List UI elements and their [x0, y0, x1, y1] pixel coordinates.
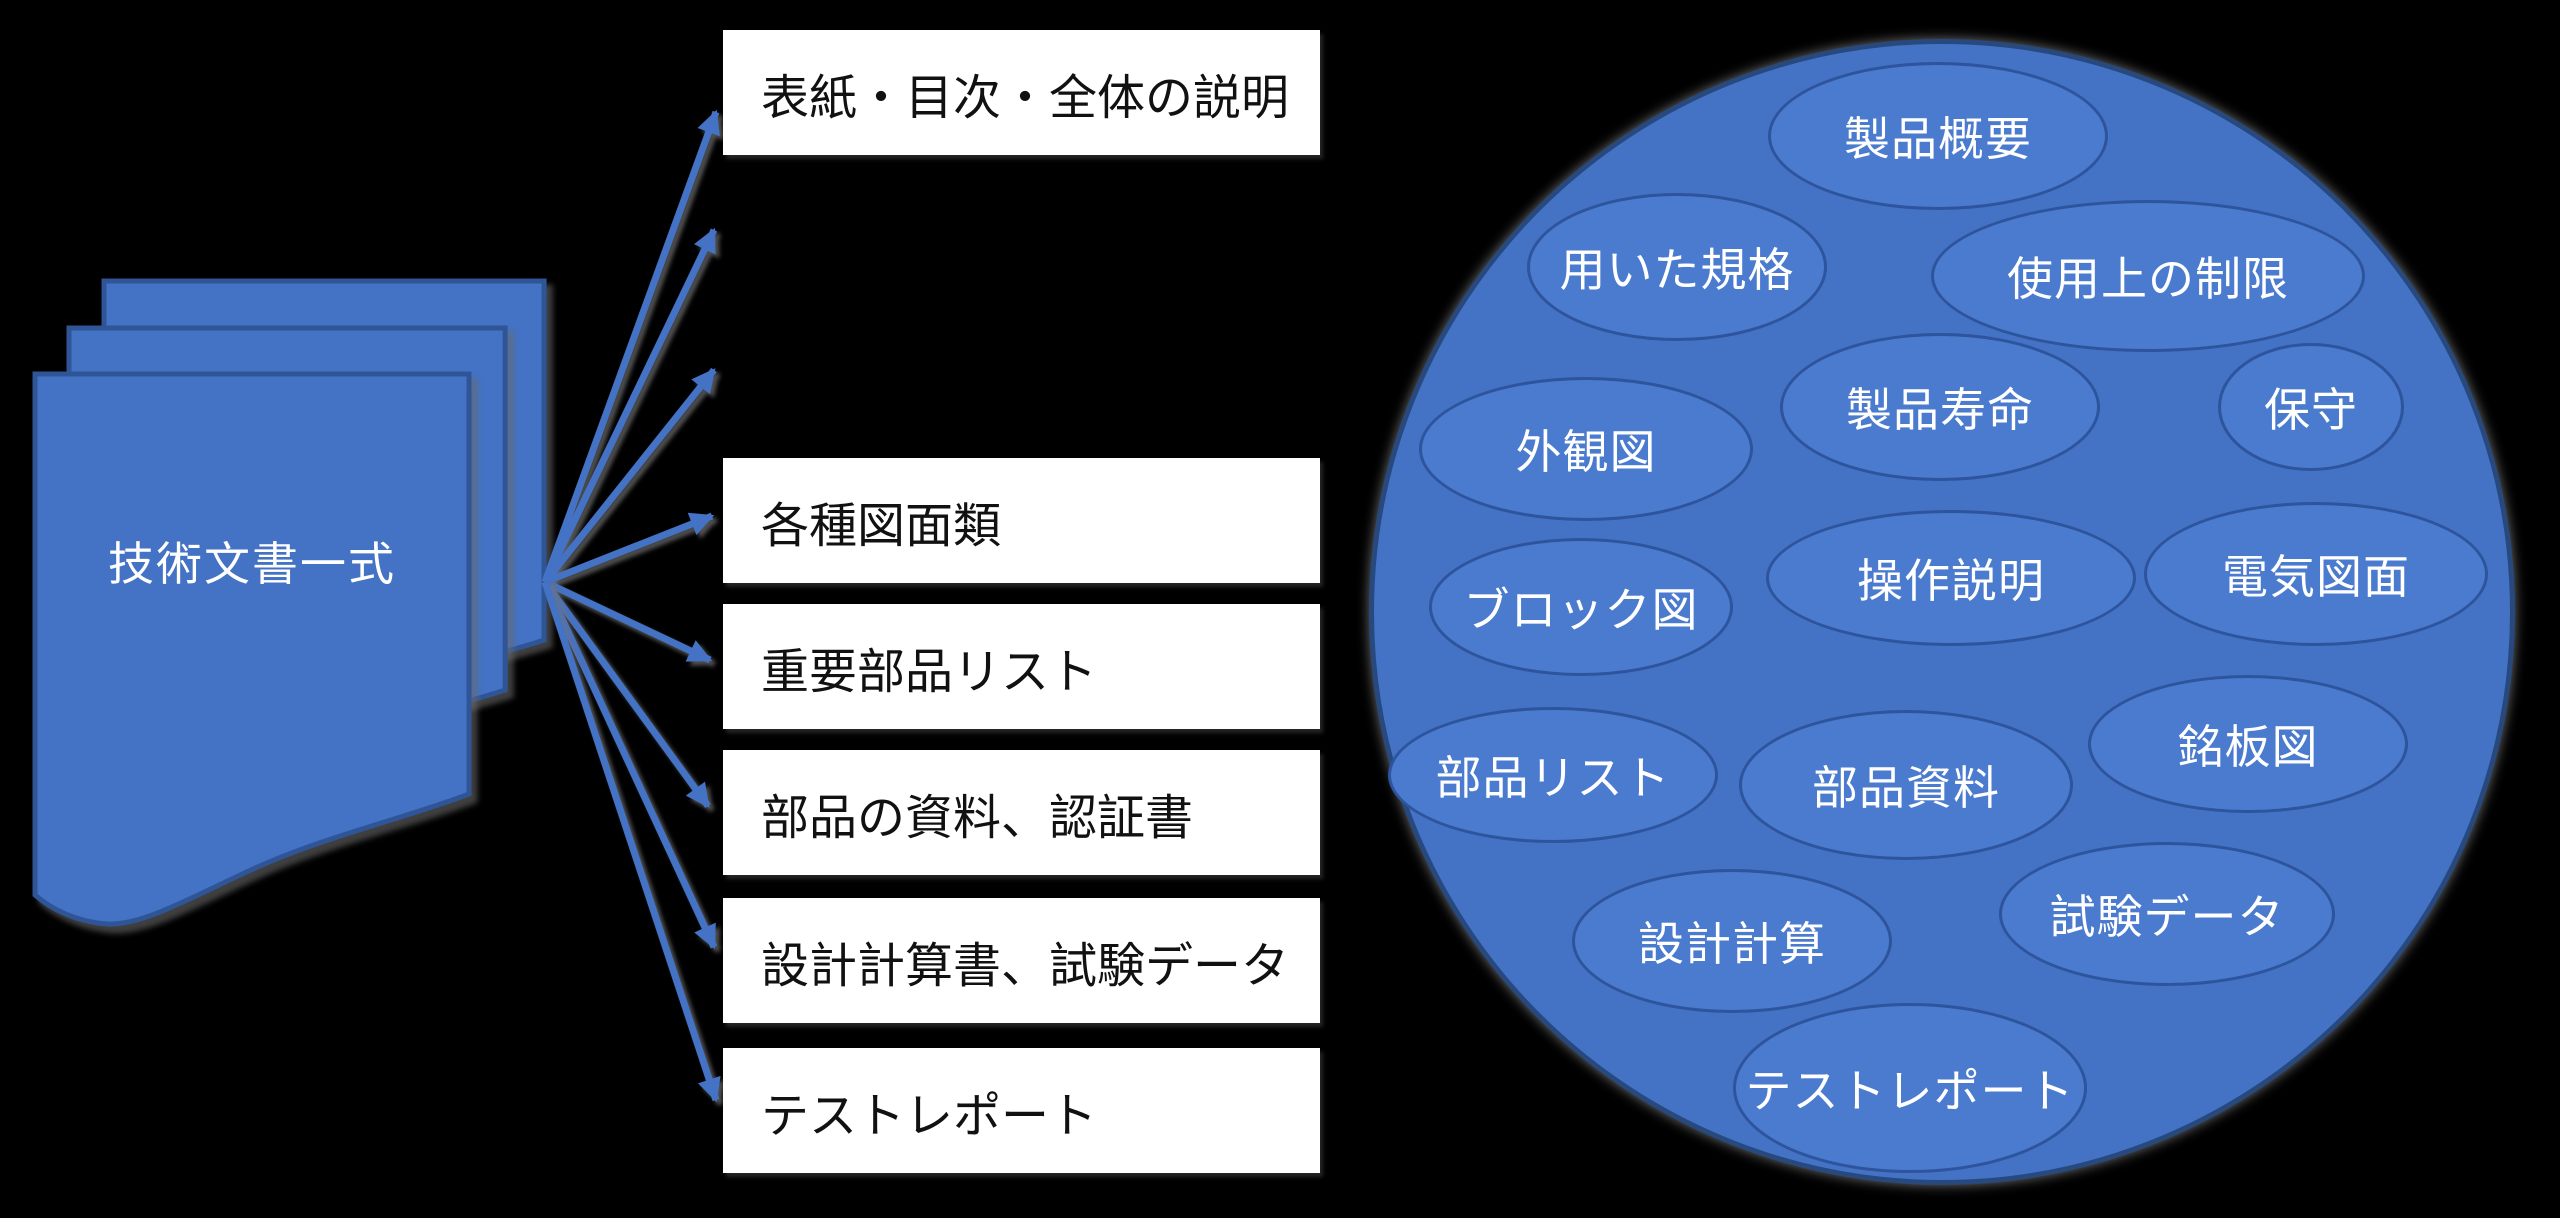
- bubble-label: 使用上の制限: [2007, 253, 2289, 305]
- bubble-block-diagram: ブロック図: [1429, 538, 1733, 676]
- bubble-maintenance: 保守: [2218, 343, 2404, 471]
- bubble-label: 保守: [2264, 384, 2358, 436]
- bubble-label: 製品概要: [1844, 113, 2032, 165]
- bubble-test-data: 試験データ: [1999, 842, 2335, 986]
- box-critical-parts-list: 重要部品リスト: [723, 604, 1320, 729]
- bubble-standards-used: 用いた規格: [1527, 193, 1827, 341]
- bubble-product-lifetime: 製品寿命: [1780, 333, 2100, 481]
- bubble-electrical-drawings: 電気図面: [2144, 502, 2488, 646]
- bubble-label: 用いた規格: [1559, 244, 1795, 296]
- bubble-operation-manual: 操作説明: [1766, 510, 2136, 646]
- bubble-label: ブロック図: [1463, 584, 1699, 636]
- bubble-label: 部品リスト: [1435, 752, 1671, 804]
- document-stack: [0, 0, 760, 1000]
- bubble-label: 操作説明: [1857, 555, 2045, 607]
- box-cover-toc-description: 表紙・目次・全体の説明: [723, 30, 1320, 155]
- box-drawings: 各種図面類: [723, 458, 1320, 583]
- bubble-label: 電気図面: [2222, 551, 2410, 603]
- bubble-label: 試験データ: [2049, 891, 2285, 943]
- bubble-outline-drawing: 外観図: [1419, 377, 1753, 521]
- document-stack-label: 技術文書一式: [108, 538, 396, 590]
- bubble-label: 外観図: [1515, 426, 1657, 478]
- box-parts-docs-certificates: 部品の資料、認証書: [723, 750, 1320, 875]
- bubble-test-report: テストレポート: [1733, 1003, 2087, 1173]
- bubble-label: 銘板図: [2177, 721, 2319, 773]
- box-test-report: テストレポート: [723, 1048, 1320, 1173]
- bubble-parts-list: 部品リスト: [1388, 707, 1718, 843]
- bubble-design-calculations: 設計計算: [1572, 869, 1892, 1013]
- bubble-label: 設計計算: [1638, 918, 1826, 970]
- bubble-product-overview: 製品概要: [1768, 62, 2108, 210]
- bubble-label: 部品資料: [1812, 762, 2000, 814]
- bubble-label: 製品寿命: [1846, 384, 2034, 436]
- bubble-nameplate-drawing: 銘板図: [2088, 675, 2408, 813]
- document-page-front: [35, 374, 469, 924]
- bubble-label: テストレポート: [1745, 1065, 2075, 1117]
- box-design-calc-test-data: 設計計算書、試験データ: [723, 898, 1320, 1023]
- bubble-usage-restrictions: 使用上の制限: [1931, 200, 2365, 352]
- bubble-parts-data: 部品資料: [1739, 710, 2073, 860]
